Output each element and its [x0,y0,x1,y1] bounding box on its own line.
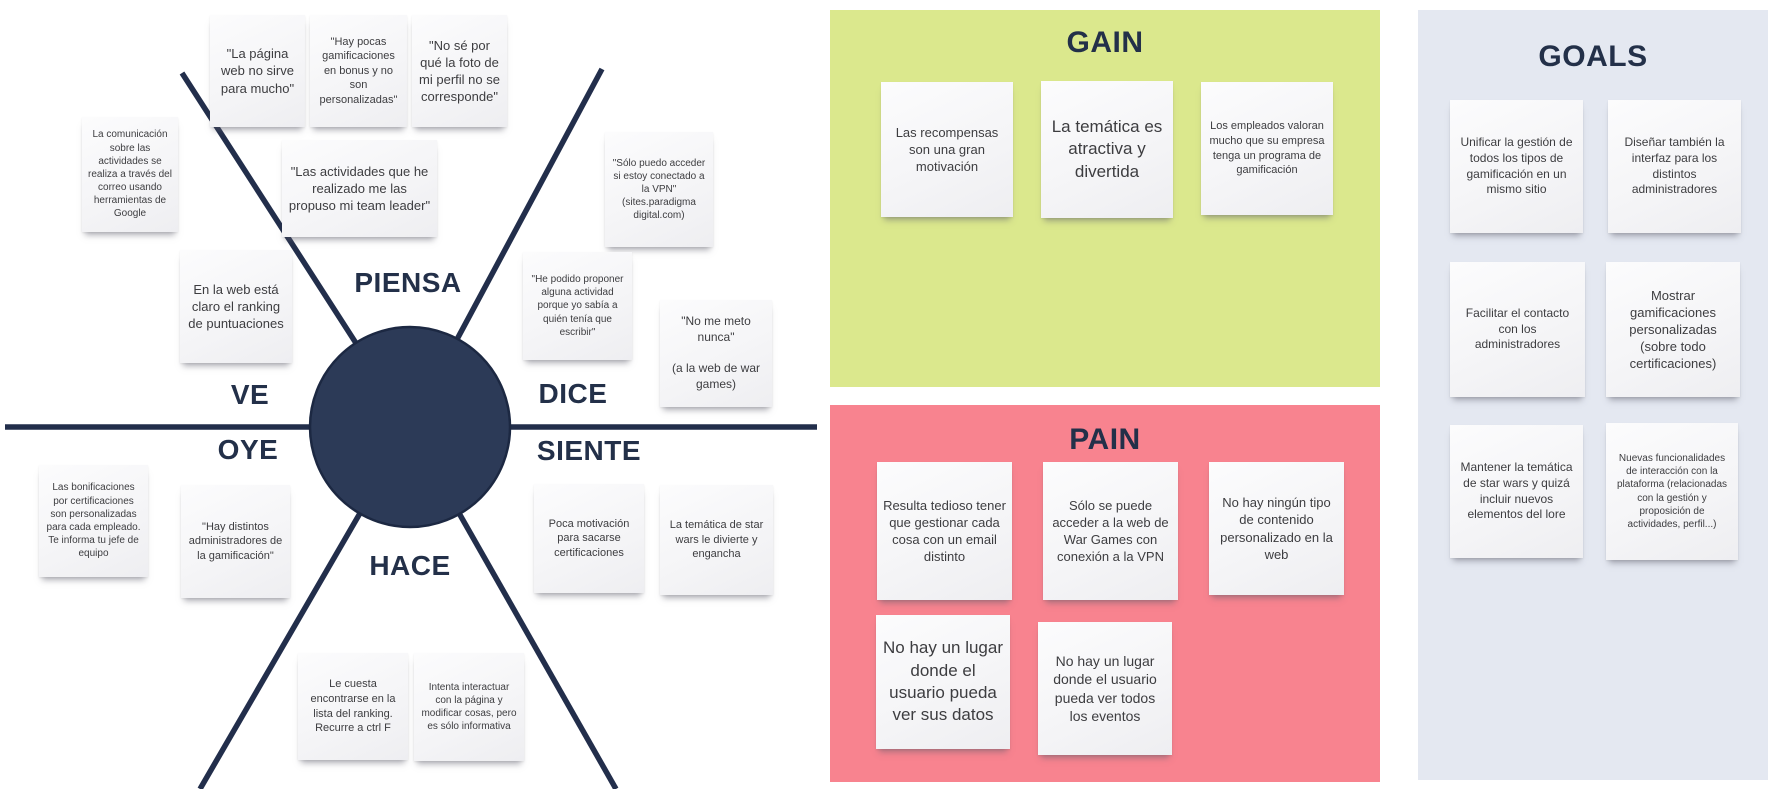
sticky-note-text: La comunicación sobre las actividades se… [88,129,172,220]
sticky-note-text: No hay ningún tipo de contenido personal… [1220,495,1333,562]
sticky-note-text: Mostrar gamificaciones personalizadas (s… [1629,287,1717,372]
sticky-note[interactable]: Poca motivación para sacarse certificaci… [534,484,644,593]
sticky-note[interactable]: "No me meto nunca" (a la web de war game… [660,300,772,407]
sticky-note-text: "Las actividades que he realizado me las… [288,163,431,214]
sticky-note-text: No hay un lugar donde el usuario pueda v… [1053,652,1157,724]
sticky-note[interactable]: Las recompensas son una gran motivación [881,82,1013,217]
sticky-note-text: Poca motivación para sacarse certificaci… [548,517,630,559]
sticky-note[interactable]: No hay un lugar donde el usuario pueda v… [1038,622,1172,755]
sticky-note[interactable]: Resulta tedioso tener que gestionar cada… [877,462,1012,600]
sticky-note-text: "No sé por qué la foto de mi perfil no s… [419,37,500,105]
sticky-note[interactable]: Diseñar también la interfaz para los dis… [1608,100,1741,233]
sticky-note[interactable]: Nuevas funcionalidades de interacción co… [1606,423,1738,560]
sticky-note-text: "La página web no sirve para mucho" [220,46,295,96]
sticky-note[interactable]: En la web está claro el ranking de puntu… [180,250,292,363]
sticky-note-text: La temática es atractiva y divertida [1051,116,1163,181]
section-label-siente: SIENTE [536,435,642,466]
sticky-note[interactable]: "No sé por qué la foto de mi perfil no s… [412,15,507,127]
sticky-note-text: "No me meto nunca" (a la web de war game… [671,313,761,392]
sticky-note[interactable]: "Sólo puedo acceder si estoy conectado a… [605,132,713,247]
section-label-piensa: PIENSA [354,267,462,298]
sticky-note[interactable]: Unificar la gestión de todos los tipos d… [1450,100,1583,233]
sticky-note-text: Nuevas funcionalidades de interacción co… [1616,452,1728,530]
sticky-note[interactable]: Mantener la temática de star wars y quiz… [1450,425,1583,558]
sticky-note-text: Unificar la gestión de todos los tipos d… [1460,134,1573,197]
sticky-note[interactable]: Intenta interactuar con la página y modi… [414,653,524,761]
sticky-note[interactable]: "Hay distintos administradores de la gam… [181,485,290,598]
sticky-note-text: "He podido proponer alguna actividad por… [531,274,624,338]
sticky-note[interactable]: Sólo se puede acceder a la web de War Ga… [1043,462,1178,600]
sticky-note[interactable]: No hay ningún tipo de contenido personal… [1209,462,1344,595]
sticky-note-text: En la web está claro el ranking de puntu… [188,281,284,332]
sticky-note-text: La temática de star wars le divierte y e… [669,519,764,561]
empathy-center-circle[interactable] [308,325,512,529]
section-label-oye: OYE [217,434,279,465]
sticky-note-text: Los empleados valoran mucho que su empre… [1209,120,1325,177]
sticky-note[interactable]: La temática de star wars le divierte y e… [660,485,773,595]
sticky-note[interactable]: "He podido proponer alguna actividad por… [523,252,632,360]
sticky-note-text: Las bonificaciones por certificaciones s… [46,482,141,560]
sticky-note-text: Le cuesta encontrarse en la lista del ra… [310,678,396,735]
section-label-ve: VE [230,379,270,410]
sticky-note[interactable]: Las bonificaciones por certificaciones s… [39,465,148,577]
sticky-note-text: No hay un lugar donde el usuario pueda v… [882,638,1004,725]
sticky-note-text: Sólo se puede acceder a la web de War Ga… [1052,497,1169,565]
sticky-note-text: "Hay distintos administradores de la gam… [188,520,283,562]
sticky-note-text: Diseñar también la interfaz para los dis… [1624,134,1725,197]
sticky-note[interactable]: "Hay pocas gamificaciones en bonus y no … [310,15,407,127]
sticky-note[interactable]: "La página web no sirve para mucho" [210,15,305,127]
sticky-note[interactable]: Le cuesta encontrarse en la lista del ra… [298,653,408,760]
gain-panel-title: GAIN [1066,26,1144,59]
sticky-note-text: Facilitar el contacto con los administra… [1465,305,1570,352]
section-label-hace: HACE [369,550,451,581]
empathy-map-figure [5,67,817,789]
sticky-note[interactable]: La comunicación sobre las actividades se… [82,117,178,232]
sticky-note[interactable]: No hay un lugar donde el usuario pueda v… [876,615,1010,749]
sticky-note[interactable]: Facilitar el contacto con los administra… [1450,262,1585,397]
sticky-note-text: Las recompensas son una gran motivación [895,124,999,175]
sticky-note-text: Intenta interactuar con la página y modi… [421,681,517,733]
sticky-note-text: "Sólo puedo acceder si estoy conectado a… [612,157,706,222]
sticky-note-text: Resulta tedioso tener que gestionar cada… [883,497,1006,565]
sticky-note[interactable]: Mostrar gamificaciones personalizadas (s… [1606,262,1740,397]
goals-panel-title: GOALS [1538,40,1648,73]
sticky-note[interactable]: "Las actividades que he realizado me las… [282,140,437,237]
sticky-note-text: "Hay pocas gamificaciones en bonus y no … [319,35,398,106]
pain-panel-title: PAIN [1069,423,1141,456]
sticky-note[interactable]: Los empleados valoran mucho que su empre… [1201,82,1333,215]
sticky-note[interactable]: La temática es atractiva y divertida [1041,81,1173,218]
sticky-note-text: Mantener la temática de star wars y quiz… [1460,459,1573,522]
section-label-dice: DICE [538,378,608,409]
